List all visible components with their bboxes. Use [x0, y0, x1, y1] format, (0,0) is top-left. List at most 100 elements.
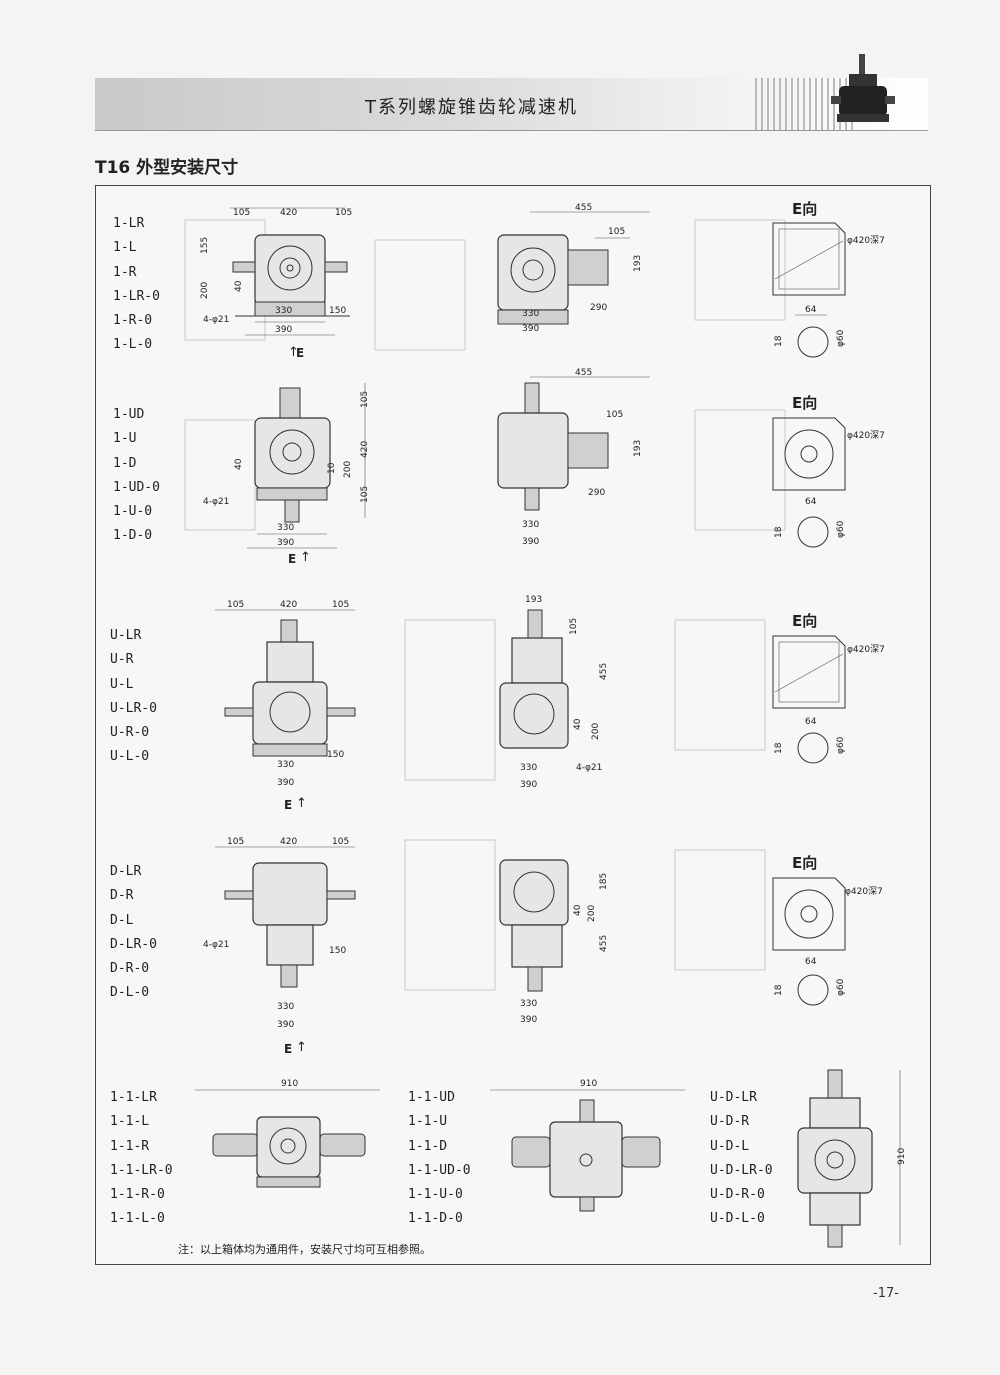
dim-105: 105	[233, 208, 250, 218]
header-title: T系列螺旋锥齿轮减速机	[365, 97, 578, 118]
model-label: 1-1-U-0	[408, 1187, 463, 1203]
e-view-title: E向	[792, 612, 818, 630]
model-label: 1-1-D-0	[408, 1211, 463, 1227]
model-label: 1-U	[113, 431, 137, 447]
eview-shaft: φ60	[836, 736, 846, 754]
dim-40: 40	[573, 904, 583, 916]
dim-200: 200	[587, 905, 597, 922]
eview-key-w: 64	[805, 957, 817, 967]
drawing-row2-eview: φ420深7 64 18 φ60	[772, 417, 885, 548]
drawing-row4-eview: φ420深7 64 18 φ60	[772, 877, 883, 1006]
model-label: 1-1-D	[408, 1138, 448, 1154]
dim-105: 105	[227, 600, 244, 610]
dim-10: 10	[327, 462, 337, 474]
dim-910: 910	[281, 1079, 298, 1089]
page-number: -17-	[873, 1286, 899, 1301]
model-label: D-LR	[110, 864, 142, 879]
dim-455: 455	[575, 368, 592, 378]
eview-shaft: φ60	[836, 978, 846, 996]
model-list-bottom-right: U-D-LR U-D-R U-D-L U-D-LR-0 U-D-R-0 U-D-…	[710, 1086, 773, 1232]
eview-key-h: 18	[774, 526, 784, 538]
gearbox-logo-icon	[831, 54, 895, 122]
dim-105: 105	[606, 410, 623, 420]
dim-330: 330	[277, 760, 294, 770]
dim-holes: 4-φ21	[203, 315, 229, 325]
dim-155: 155	[200, 237, 210, 254]
eview-key-h: 18	[774, 984, 784, 996]
section-title: T16 外型安装尺寸	[95, 158, 239, 178]
eview-flange: φ420深7	[847, 644, 885, 655]
drawing-bottom-right: 910	[797, 1069, 907, 1248]
dim-193: 193	[633, 440, 643, 457]
model-label: 1-1-LR-0	[110, 1162, 173, 1178]
dim-910: 910	[897, 1148, 907, 1165]
model-label: U-LR	[110, 628, 142, 643]
e-view-title: E向	[792, 394, 818, 412]
dim-420: 420	[280, 208, 297, 218]
dim-330: 330	[522, 309, 539, 319]
model-label: U-LR-0	[110, 700, 157, 716]
model-label: 1-R	[113, 264, 137, 280]
drawing-row3-eview: φ420深7 64 18 φ60	[772, 635, 885, 764]
e-arrow-icon: ↑	[300, 550, 311, 565]
dim-105: 105	[360, 486, 370, 503]
dim-390: 390	[520, 780, 537, 790]
drawing-row4-front: 105 420 105 4-φ21 150 330 390	[203, 837, 356, 1030]
bleed-through-ghost	[184, 219, 786, 991]
eview-key-h: 18	[774, 335, 784, 347]
dim-390: 390	[275, 325, 292, 335]
dim-390: 390	[277, 538, 294, 548]
dim-330: 330	[275, 306, 292, 316]
dim-holes: 4-φ21	[203, 497, 229, 507]
e-view-title: E向	[792, 200, 818, 218]
dim-420: 420	[280, 837, 297, 847]
drawing-bottom-mid: 910	[490, 1079, 685, 1212]
dim-40: 40	[573, 718, 583, 730]
dim-390: 390	[277, 1020, 294, 1030]
dim-105: 105	[227, 837, 244, 847]
dim-455: 455	[599, 935, 609, 952]
drawing-row3-side: 193 105 455 40 200 4-φ21 330 390	[499, 595, 609, 790]
model-label: D-L-0	[110, 985, 150, 1001]
model-label: 1-D-0	[113, 528, 153, 544]
drawing-row1-side: 455 105 193 330 290 390	[497, 203, 650, 334]
drawing-row1-front: 105 420 105 155 200 40 330 150 4-φ21 390	[200, 207, 352, 336]
dim-105: 105	[608, 227, 625, 237]
eview-flange: φ420深7	[845, 886, 883, 897]
dim-290: 290	[588, 488, 605, 498]
dim-290: 290	[590, 303, 607, 313]
dim-330: 330	[520, 763, 537, 773]
model-label: 1-U-0	[113, 504, 153, 520]
model-label: 1-R-0	[113, 313, 153, 329]
model-label: U-R-0	[110, 725, 150, 741]
dim-390: 390	[522, 324, 539, 334]
dim-200: 200	[343, 461, 353, 478]
dim-330: 330	[522, 520, 539, 530]
drawing-row3-front: 105 420 105 150 330 390	[215, 600, 356, 788]
dim-390: 390	[520, 1015, 537, 1025]
e-view-title: E向	[792, 854, 818, 872]
dim-105: 105	[360, 391, 370, 408]
dim-910: 910	[580, 1079, 597, 1089]
e-arrow-icon: ↑	[288, 345, 299, 360]
dim-200: 200	[591, 723, 601, 740]
dim-40: 40	[234, 280, 244, 292]
drawing-row2-front: 105 420 105 200 10 40 4-φ21 330 390	[203, 383, 370, 549]
eview-shaft: φ60	[836, 329, 846, 347]
model-label: U-D-LR	[710, 1090, 757, 1105]
e-arrow-icon: ↑	[296, 1040, 307, 1055]
model-list-row2: 1-UD 1-U 1-D 1-UD-0 1-U-0 1-D-0	[113, 403, 160, 549]
e-mark: E	[284, 1042, 293, 1056]
e-mark: E	[288, 552, 297, 566]
model-label: U-D-R	[710, 1114, 750, 1130]
eview-flange: φ420深7	[847, 235, 885, 246]
dim-420: 420	[360, 441, 370, 458]
model-label: 1-1-R	[110, 1138, 150, 1154]
dim-105: 105	[332, 837, 349, 847]
dim-150: 150	[329, 306, 346, 316]
model-label: 1-LR	[113, 216, 145, 231]
model-label: 1-1-LR	[110, 1090, 157, 1105]
eview-key-w: 64	[805, 497, 817, 507]
eview-shaft: φ60	[836, 520, 846, 538]
dim-40: 40	[234, 458, 244, 470]
